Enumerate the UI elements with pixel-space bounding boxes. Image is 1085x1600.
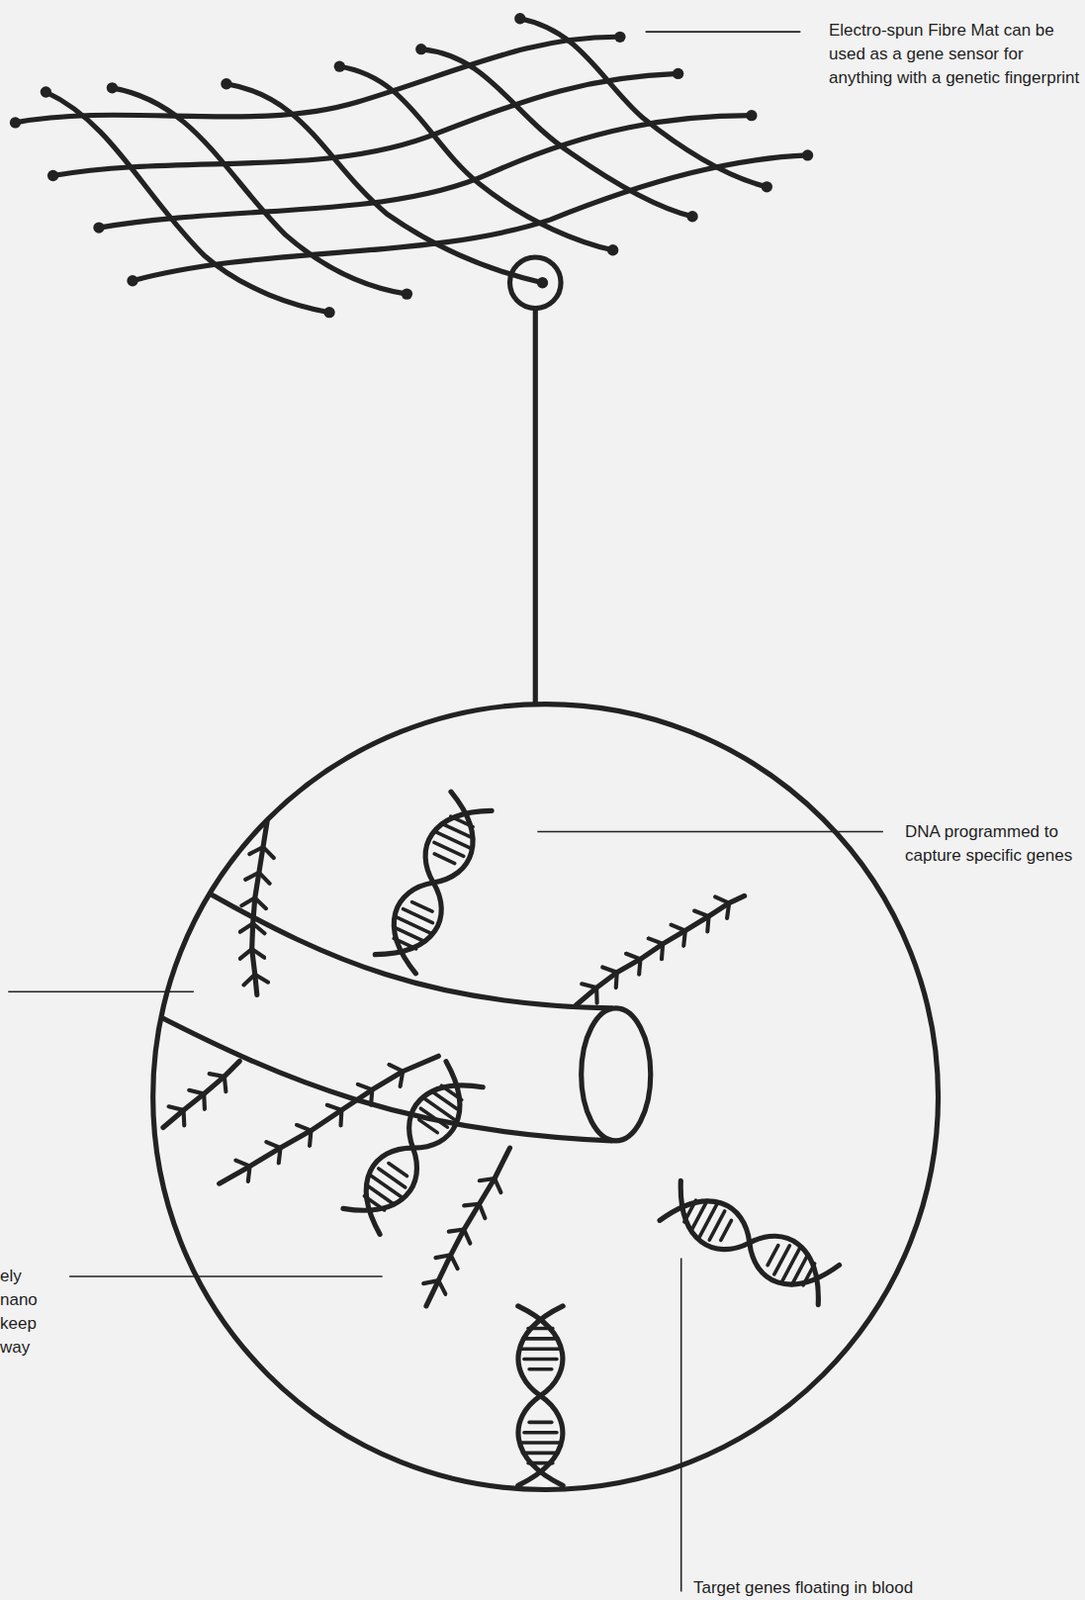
callout-label: DNA programmed to capture specific genes xyxy=(904,819,1082,868)
callout-label: ely nano keep way xyxy=(0,1264,52,1359)
callout-label: Target genes floating in blood xyxy=(693,1577,1080,1598)
callout-label: Electro-spun Fibre Mat can be used as a … xyxy=(828,18,1082,91)
